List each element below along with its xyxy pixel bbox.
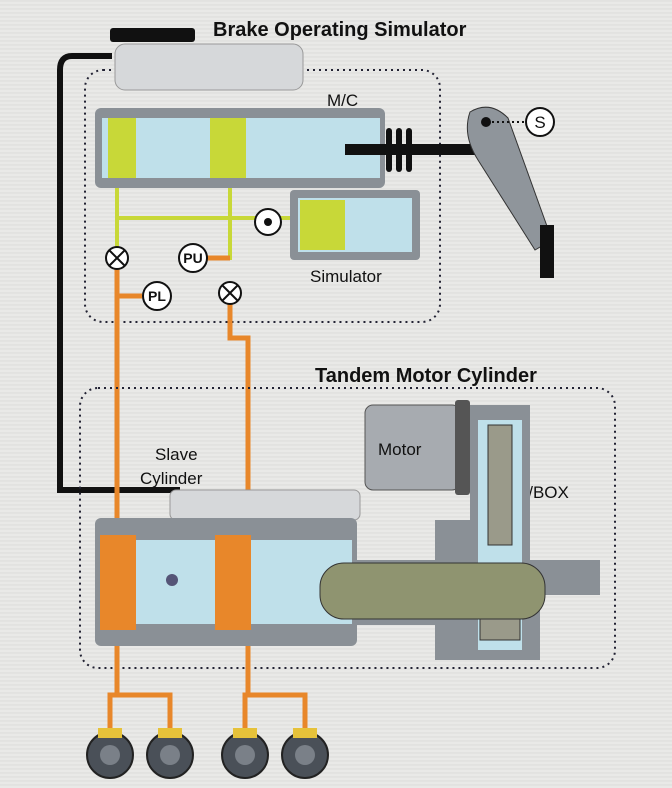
wheel-brake-icon [281, 728, 329, 779]
cut-valve-2-icon [218, 281, 242, 305]
tandem-unit-boundary [79, 387, 616, 669]
reservoir [114, 43, 304, 91]
stroke-sensor-label: S [534, 113, 545, 132]
wheel-brake-icon [146, 728, 194, 779]
cut-valve-1-icon [105, 246, 129, 270]
valve-dot-icon [264, 218, 272, 226]
motor-label: Motor [378, 440, 422, 459]
push-rod [345, 144, 490, 155]
pedal-pivot [481, 117, 491, 127]
gear-shaft [487, 424, 513, 546]
reservoir-return-line [57, 53, 180, 493]
wheel-brake-icon [221, 728, 269, 779]
pl-label: PL [148, 288, 166, 304]
simulator-title: Brake Operating Simulator [213, 19, 467, 41]
hydraulic-lines [114, 255, 251, 520]
rod-seal [406, 128, 412, 172]
reservoir-cap [110, 28, 195, 42]
wheel-brake-icon [86, 728, 134, 779]
simulator-piston [300, 200, 345, 250]
motor-endcap [455, 400, 470, 495]
tandem-title: Tandem Motor Cylinder [315, 365, 537, 387]
pu-label: PU [183, 250, 202, 266]
slave-piston-1 [100, 535, 136, 630]
pu-sensor-icon [178, 243, 208, 273]
secondary-piston [210, 118, 246, 178]
slave-reservoir [169, 489, 361, 521]
simulator-unit-boundary [84, 69, 441, 323]
slave-piston-2 [215, 535, 251, 630]
slave-label-2: Cylinder [140, 469, 203, 488]
rod-seal [386, 128, 392, 172]
port-icon [166, 574, 178, 586]
rod-seal [396, 128, 402, 172]
simulator-label: Simulator [310, 267, 382, 286]
simulator-fluid-lines [115, 188, 300, 260]
pl-sensor-icon [142, 281, 172, 311]
slave-label-1: Slave [155, 445, 198, 464]
stroke-sensor-icon [525, 107, 555, 137]
primary-piston [108, 118, 136, 178]
ball-screw [319, 562, 546, 620]
pedal-pad [540, 225, 554, 278]
wheel-lines [107, 646, 308, 735]
master-cylinder-label: M/C [327, 91, 358, 110]
